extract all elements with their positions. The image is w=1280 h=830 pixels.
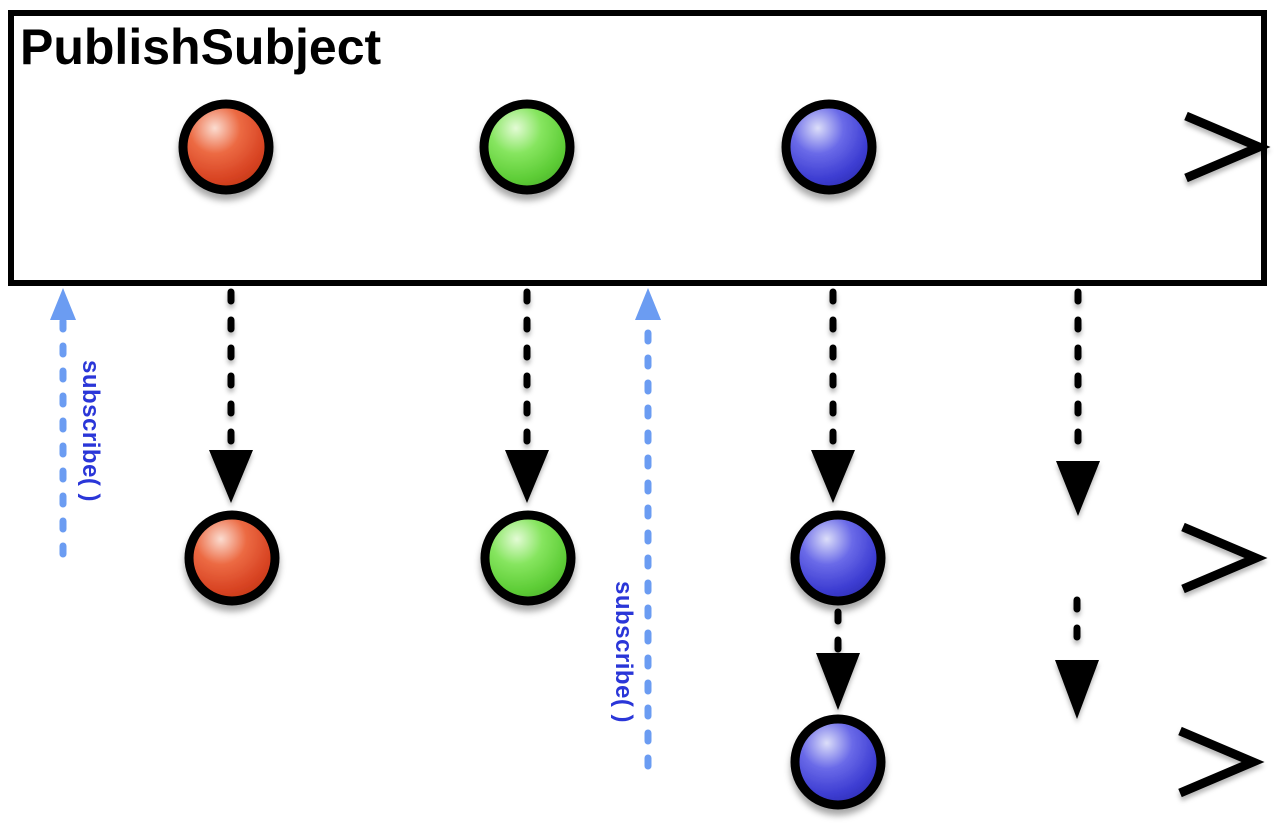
emission-arrowhead-complete-2-icon [1055,660,1099,719]
source-arrowhead-icon [1184,111,1271,183]
subscribe-arrowhead-1-icon [50,288,76,320]
emission-arrows-to-subscriber1 [209,288,1100,516]
subscribe-arrow-1 [50,288,76,558]
emission-arrowhead-green-icon [505,450,549,503]
source-stream [9,99,1271,195]
subscriber2-arrowhead-icon [1178,726,1265,798]
emission-arrowhead-red-icon [209,450,253,503]
emission-arrowhead-complete-icon [1056,461,1100,516]
subscriber1-marble-red [184,510,280,606]
diagram-title: PublishSubject [20,19,382,75]
subscribe-arrow-2 [635,288,661,770]
emission-arrowhead-blue-2-icon [816,653,860,710]
subscribe-arrowhead-2-icon [635,288,661,320]
subscriber1-arrowhead-icon [1181,522,1268,594]
subscriber1-marble-green [480,510,576,606]
subscriber2-marble-blue [790,714,886,810]
source-marble-green [479,99,575,195]
emission-arrowhead-blue-icon [811,450,855,503]
subscribe-label-2: subscribe( ) [610,581,637,723]
source-marble-red [178,99,274,195]
subscriber2-stream [605,714,1265,810]
source-marble-blue [781,99,877,195]
subscriber1-marble-blue [790,510,886,606]
emission-arrows-to-subscriber2 [816,596,1099,719]
subscriber1-stream [3,510,1268,606]
subscribe-label-1: subscribe( ) [77,360,104,502]
